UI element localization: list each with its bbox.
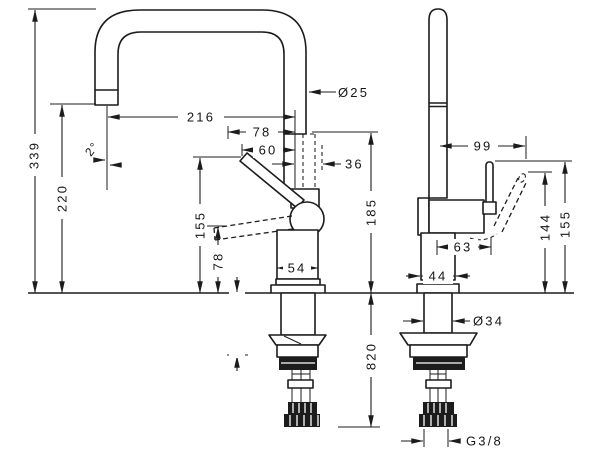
base-collar bbox=[275, 278, 321, 286]
base-flange bbox=[270, 284, 326, 294]
side-view-undercounter bbox=[268, 292, 327, 427]
dimension-handle-reach: 99 bbox=[439, 136, 527, 159]
dim-label-dia25: Ø25 bbox=[338, 85, 369, 100]
dimension-shank-diameter: Ø34 bbox=[403, 314, 504, 329]
dimension-78-top: 78 bbox=[227, 124, 296, 140]
dim-label-g38: G3/8 bbox=[466, 434, 503, 449]
dimension-overall-height: 339 bbox=[26, 8, 96, 294]
dim-label-44: 44 bbox=[429, 269, 448, 284]
dimension-78-side: 78 bbox=[207, 225, 226, 294]
lever-lowered-front-dashed bbox=[469, 173, 527, 241]
base-flange-front bbox=[416, 283, 460, 294]
dimension-63: 63 bbox=[436, 237, 492, 255]
dimension-max-counter-thickness bbox=[227, 277, 248, 371]
dim-label-155-front: 155 bbox=[558, 210, 573, 238]
mounting-cylinder-front bbox=[409, 344, 468, 358]
dimension-base-width: 54 bbox=[276, 260, 319, 276]
dimension-36: 36 bbox=[272, 145, 364, 173]
dim-label-54: 54 bbox=[288, 261, 307, 276]
side-view-faucet bbox=[94, 9, 326, 294]
mounting-cylinder bbox=[276, 344, 319, 358]
shank-tube-front bbox=[423, 292, 453, 334]
supply-hoses bbox=[284, 370, 320, 427]
hose-collar bbox=[287, 379, 314, 389]
dim-label-36: 36 bbox=[345, 157, 364, 172]
dimension-spout-reach: 216 bbox=[107, 109, 296, 125]
dim-label-339: 339 bbox=[27, 141, 42, 169]
escutcheon bbox=[268, 334, 327, 346]
dim-label-185: 185 bbox=[364, 198, 379, 226]
dimension-155-front: 155 bbox=[495, 160, 573, 294]
dim-label-angle: 2° bbox=[82, 139, 102, 159]
dimension-body-height: 185 bbox=[312, 131, 379, 294]
body-front bbox=[428, 199, 485, 234]
dimension-144: 144 bbox=[528, 171, 553, 294]
dim-label-216: 216 bbox=[187, 110, 215, 125]
dim-label-144: 144 bbox=[538, 213, 553, 241]
dim-label-60: 60 bbox=[259, 143, 278, 158]
lever-socket bbox=[482, 201, 497, 215]
shank-tube bbox=[280, 292, 316, 336]
front-view-undercounter bbox=[399, 292, 478, 427]
dimension-spout-height: 220 bbox=[50, 103, 96, 294]
dim-label-155-side: 155 bbox=[193, 211, 208, 239]
dimension-hose-length: 820 bbox=[338, 292, 380, 428]
dimension-60: 60 bbox=[241, 142, 296, 158]
dimension-155-side: 155 bbox=[192, 156, 241, 294]
lever-raised-front bbox=[485, 161, 494, 207]
dim-label-220: 220 bbox=[55, 184, 70, 212]
dimension-connection-thread: G3/8 bbox=[401, 429, 503, 449]
dim-label-63: 63 bbox=[454, 240, 473, 255]
supply-hoses-front bbox=[419, 370, 457, 427]
hidden-tube-dashed bbox=[302, 133, 316, 196]
lever-handle-raised bbox=[239, 152, 305, 209]
escutcheon-front bbox=[399, 332, 478, 346]
dim-label-dia34: Ø34 bbox=[473, 314, 504, 329]
dimension-spout-angle: 2° bbox=[82, 106, 122, 190]
dim-label-78-top: 78 bbox=[253, 125, 272, 140]
hose-collar-front bbox=[425, 379, 452, 389]
spout-outlet-front bbox=[417, 197, 430, 236]
dimension-44: 44 bbox=[406, 268, 470, 284]
dimension-spout-diameter: Ø25 bbox=[308, 85, 369, 100]
dim-label-99: 99 bbox=[474, 139, 493, 154]
dim-label-820: 820 bbox=[364, 342, 379, 370]
dim-label-78-side: 78 bbox=[211, 252, 226, 271]
